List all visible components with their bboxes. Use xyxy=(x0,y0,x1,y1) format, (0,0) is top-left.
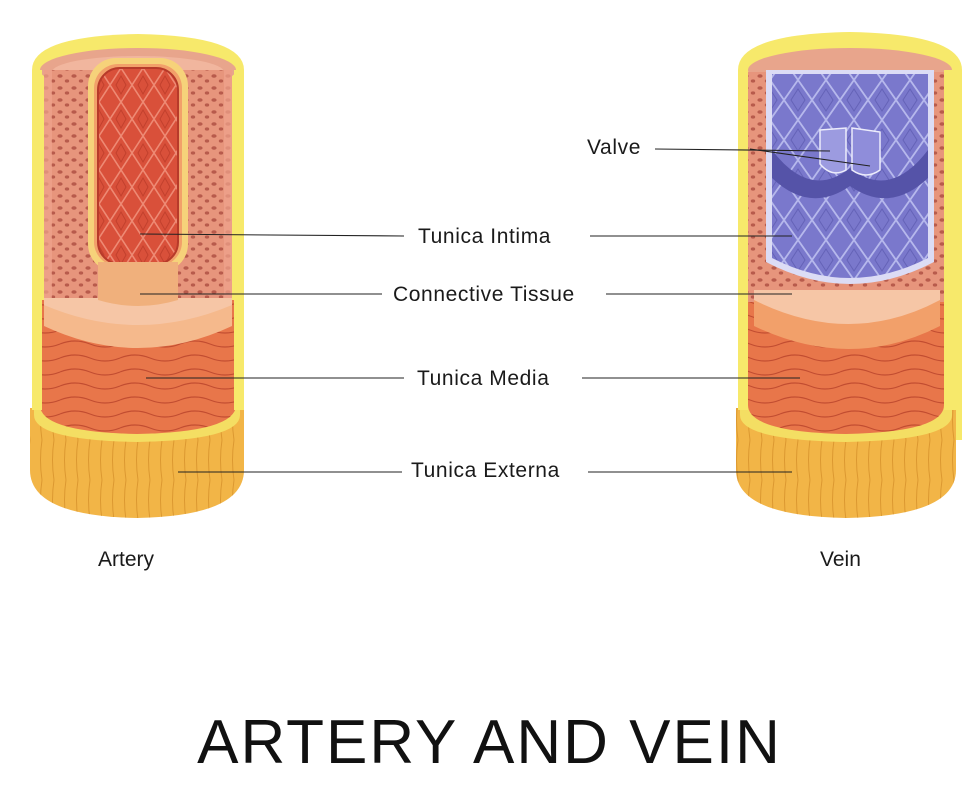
artery-illustration xyxy=(30,34,244,518)
label-connective-tissue: Connective Tissue xyxy=(393,283,575,306)
valve-leader-2 xyxy=(749,148,871,167)
leader-lines xyxy=(139,148,871,473)
vein-valve xyxy=(772,150,928,199)
artery-tunica-intima xyxy=(98,68,178,264)
diagram-title: ARTERY AND VEIN xyxy=(197,708,782,777)
caption-artery: Artery xyxy=(98,548,155,571)
valve-leader-1 xyxy=(654,148,831,152)
label-tunica-externa: Tunica Externa xyxy=(411,459,560,482)
vein-illustration xyxy=(736,32,962,518)
tunica-intima-leader-left xyxy=(139,233,405,237)
label-tunica-intima: Tunica Intima xyxy=(418,225,552,248)
caption-vein: Vein xyxy=(820,548,861,571)
label-valve: Valve xyxy=(587,136,641,159)
label-tunica-media: Tunica Media xyxy=(417,367,550,390)
